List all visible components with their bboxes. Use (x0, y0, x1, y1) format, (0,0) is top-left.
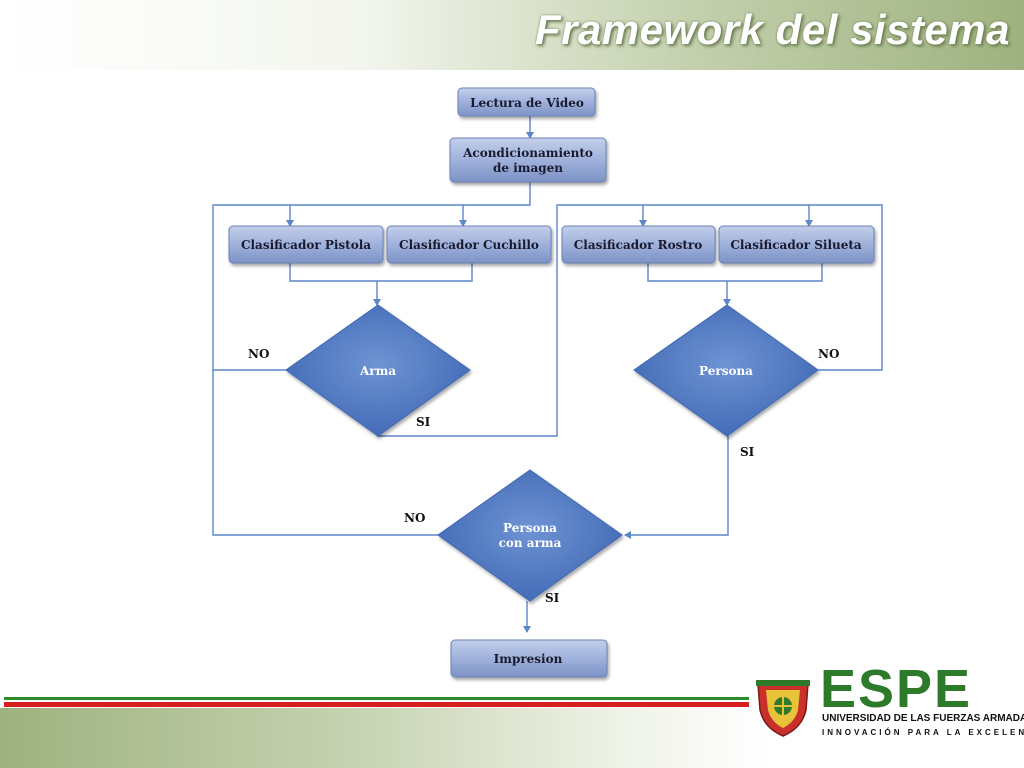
footer-band (0, 708, 1024, 768)
connector-lines (212, 116, 883, 633)
footer-stripe-green (4, 697, 749, 700)
node-acond-label-2: de imagen (493, 161, 563, 175)
label-final-no: NO (404, 511, 425, 525)
decision-arma: Arma (285, 304, 471, 437)
decision-persona-label: Persona (699, 364, 753, 378)
node-silueta-label: Clasificador Silueta (730, 238, 862, 252)
university-name: UNIVERSIDAD DE LAS FUERZAS ARMADAS (822, 713, 1024, 724)
edge-merge-weapons (289, 263, 473, 282)
edge-persona-si-final (624, 436, 729, 539)
slide-title: Framework del sistema (534, 6, 1010, 53)
node-clasificador-rostro: Clasificador Rostro (561, 225, 716, 264)
node-lectura-video: Lectura de Video (457, 87, 596, 117)
label-arma-no: NO (248, 347, 269, 361)
label-final-si: SI (545, 591, 560, 605)
edge-acond-left-loop (212, 182, 531, 371)
decision-arma-label: Arma (359, 364, 396, 378)
node-pistola-label: Clasificador Pistola (241, 238, 371, 252)
university-crest-icon (756, 680, 810, 737)
node-rostro-label: Clasificador Rostro (574, 238, 703, 252)
node-clasificador-silueta: Clasificador Silueta (718, 225, 875, 264)
edge-merge-person (647, 263, 823, 282)
node-acondicionamiento: Acondicionamiento de imagen (449, 137, 607, 183)
university-motto: INNOVACIÓN PARA LA EXCELENCIA (822, 728, 1024, 737)
decision-persona: Persona (633, 304, 819, 437)
edge-arma-si-persona-loop (377, 204, 883, 437)
decision-final-label-2: con arma (499, 536, 562, 550)
node-impresion-label: Impresion (494, 652, 563, 666)
node-acond-label-1: Acondicionamiento (462, 146, 593, 160)
espe-logo: ESPE UNIVERSIDAD DE LAS FUERZAS ARMADAS … (748, 662, 1024, 742)
label-persona-no: NO (818, 347, 839, 361)
node-clasificador-pistola: Clasificador Pistola (228, 225, 384, 264)
footer-stripe-red (4, 702, 749, 707)
decision-final-label-1: Persona (503, 521, 557, 535)
node-lectura-label: Lectura de Video (470, 96, 584, 110)
edge-final-no-loop (212, 370, 438, 536)
node-impresion: Impresion (450, 639, 608, 678)
label-persona-si: SI (740, 445, 755, 459)
decision-persona-con-arma: Persona con arma (437, 469, 623, 602)
node-cuchillo-label: Clasificador Cuchillo (399, 238, 539, 252)
header-band: Framework del sistema (0, 0, 1024, 70)
node-clasificador-cuchillo: Clasificador Cuchillo (386, 225, 552, 264)
espe-wordmark: ESPE (820, 659, 973, 719)
label-arma-si: SI (416, 415, 431, 429)
